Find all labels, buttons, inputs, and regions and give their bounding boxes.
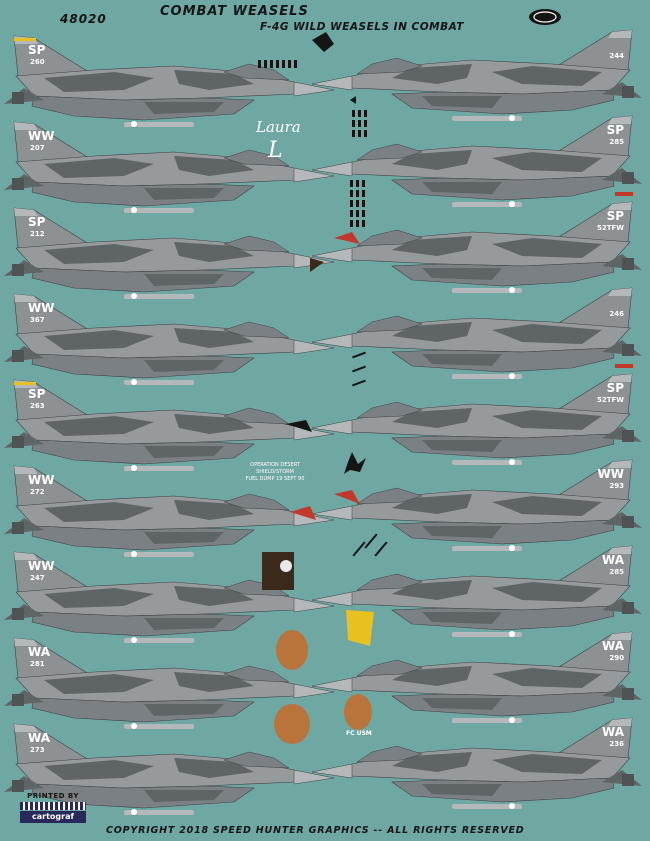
tail-serial: 263	[30, 402, 45, 410]
nose-art-weasel	[344, 694, 372, 730]
tail-serial: 281	[30, 660, 45, 668]
aircraft-right-6	[312, 460, 642, 551]
mission-marks-column-3	[350, 180, 365, 227]
nose-art-badge	[346, 610, 374, 646]
fuel-dump-stencil: OPERATION DESERT SHIELD/STORM FUEL DUMP …	[232, 462, 318, 483]
tail-codes-right: 244 SP 285 SP 52TFW 246 SP 52TFW WW 293 …	[597, 52, 625, 748]
aircraft-right-5	[312, 374, 642, 465]
tail-code: SP	[28, 215, 46, 229]
tail-stripe	[615, 364, 633, 368]
tail-code: WA	[28, 731, 51, 745]
nose-cone-art	[310, 258, 324, 272]
nose-art-weasel	[274, 704, 310, 744]
tail-code: WW	[28, 129, 54, 143]
nose-art-signature-initial: L	[268, 138, 283, 163]
stencil-line: FUEL DUMP 19 SEPT 90	[245, 476, 305, 482]
tail-serial: 52TFW	[597, 224, 624, 232]
catalog-number: 48020	[60, 12, 107, 26]
tail-code: SP	[607, 381, 625, 395]
tail-serial: 272	[30, 488, 45, 496]
tail-serial: 293	[609, 482, 624, 490]
cartograf-logo-icon	[20, 802, 86, 810]
printer-credit: PRINTED BY cartograf	[20, 792, 86, 823]
printer-name: cartograf	[20, 811, 86, 823]
tail-code: WW	[28, 301, 54, 315]
tail-serial: 260	[30, 58, 45, 66]
nose-art-roundel	[280, 560, 292, 572]
tail-serial: 246	[609, 310, 624, 318]
tail-serial: 285	[609, 138, 624, 146]
tail-code: WA	[28, 645, 51, 659]
nose-art-signature: Laura	[256, 118, 301, 136]
tail-codes-left: SP 260 WW 207 SP 212 WW 367 SP 263 WW 27…	[28, 43, 54, 754]
sharkmouth-art	[286, 420, 312, 432]
sheet-subtitle: F-4G WILD WEASELS IN COMBAT	[260, 21, 464, 33]
tail-code: WA	[602, 639, 625, 653]
nose-art-patch-text: FC USM	[346, 730, 372, 737]
mission-marks-column-2	[352, 110, 367, 137]
printed-by-label: PRINTED BY	[27, 792, 79, 800]
weasel-silhouette	[344, 452, 366, 474]
tail-code: WA	[602, 725, 625, 739]
aircraft-right-4	[312, 288, 642, 379]
tail-stripe	[615, 192, 633, 196]
missile-silhouettes	[352, 351, 388, 557]
aircraft-left-5	[3, 379, 335, 472]
tail-serial: 52TFW	[597, 396, 624, 404]
tail-code: SP	[607, 123, 625, 137]
mission-marks-row-1	[258, 60, 297, 68]
tail-code: SP	[607, 209, 625, 223]
jet-silhouette-mark	[350, 96, 356, 104]
aircraft-left-1	[3, 35, 335, 128]
tail-serial: 273	[30, 746, 45, 754]
aircraft-right-2	[312, 116, 642, 207]
nose-art-night-stalker	[312, 32, 334, 52]
tail-stripe	[14, 38, 36, 41]
copyright-notice: COPYRIGHT 2018 SPEED HUNTER GRAPHICS -- …	[106, 825, 525, 836]
speed-hunter-logo-icon	[528, 8, 562, 30]
tail-code: WW	[28, 559, 54, 573]
tail-serial: 244	[609, 52, 624, 60]
stencil-line: OPERATION DESERT	[250, 462, 300, 468]
aircraft-right-3	[312, 202, 642, 293]
tail-serial: 367	[30, 316, 45, 324]
tail-stripe	[14, 382, 36, 385]
nose-art-weasel	[276, 630, 308, 670]
tail-code: SP	[28, 43, 46, 57]
tail-serial: 247	[30, 574, 45, 582]
tail-serial: 290	[609, 654, 624, 662]
aircraft-left-3	[3, 207, 335, 300]
tail-serial: 285	[609, 568, 624, 576]
tail-code: WA	[602, 553, 625, 567]
tail-code: SP	[28, 387, 46, 401]
stencil-line: SHIELD/STORM	[256, 469, 294, 475]
sharkmouth-art	[334, 232, 360, 244]
tail-serial: 207	[30, 144, 45, 152]
aircraft-right-1	[312, 30, 642, 121]
tail-code: WW	[598, 467, 624, 481]
tail-code: WW	[28, 473, 54, 487]
tail-serial: 212	[30, 230, 45, 238]
tail-serial: 236	[609, 740, 624, 748]
sharkmouth-art	[334, 490, 360, 504]
sharkmouth-art	[290, 506, 316, 520]
mission-marks	[258, 60, 388, 557]
sheet-title: COMBAT WEASELS	[160, 4, 309, 19]
